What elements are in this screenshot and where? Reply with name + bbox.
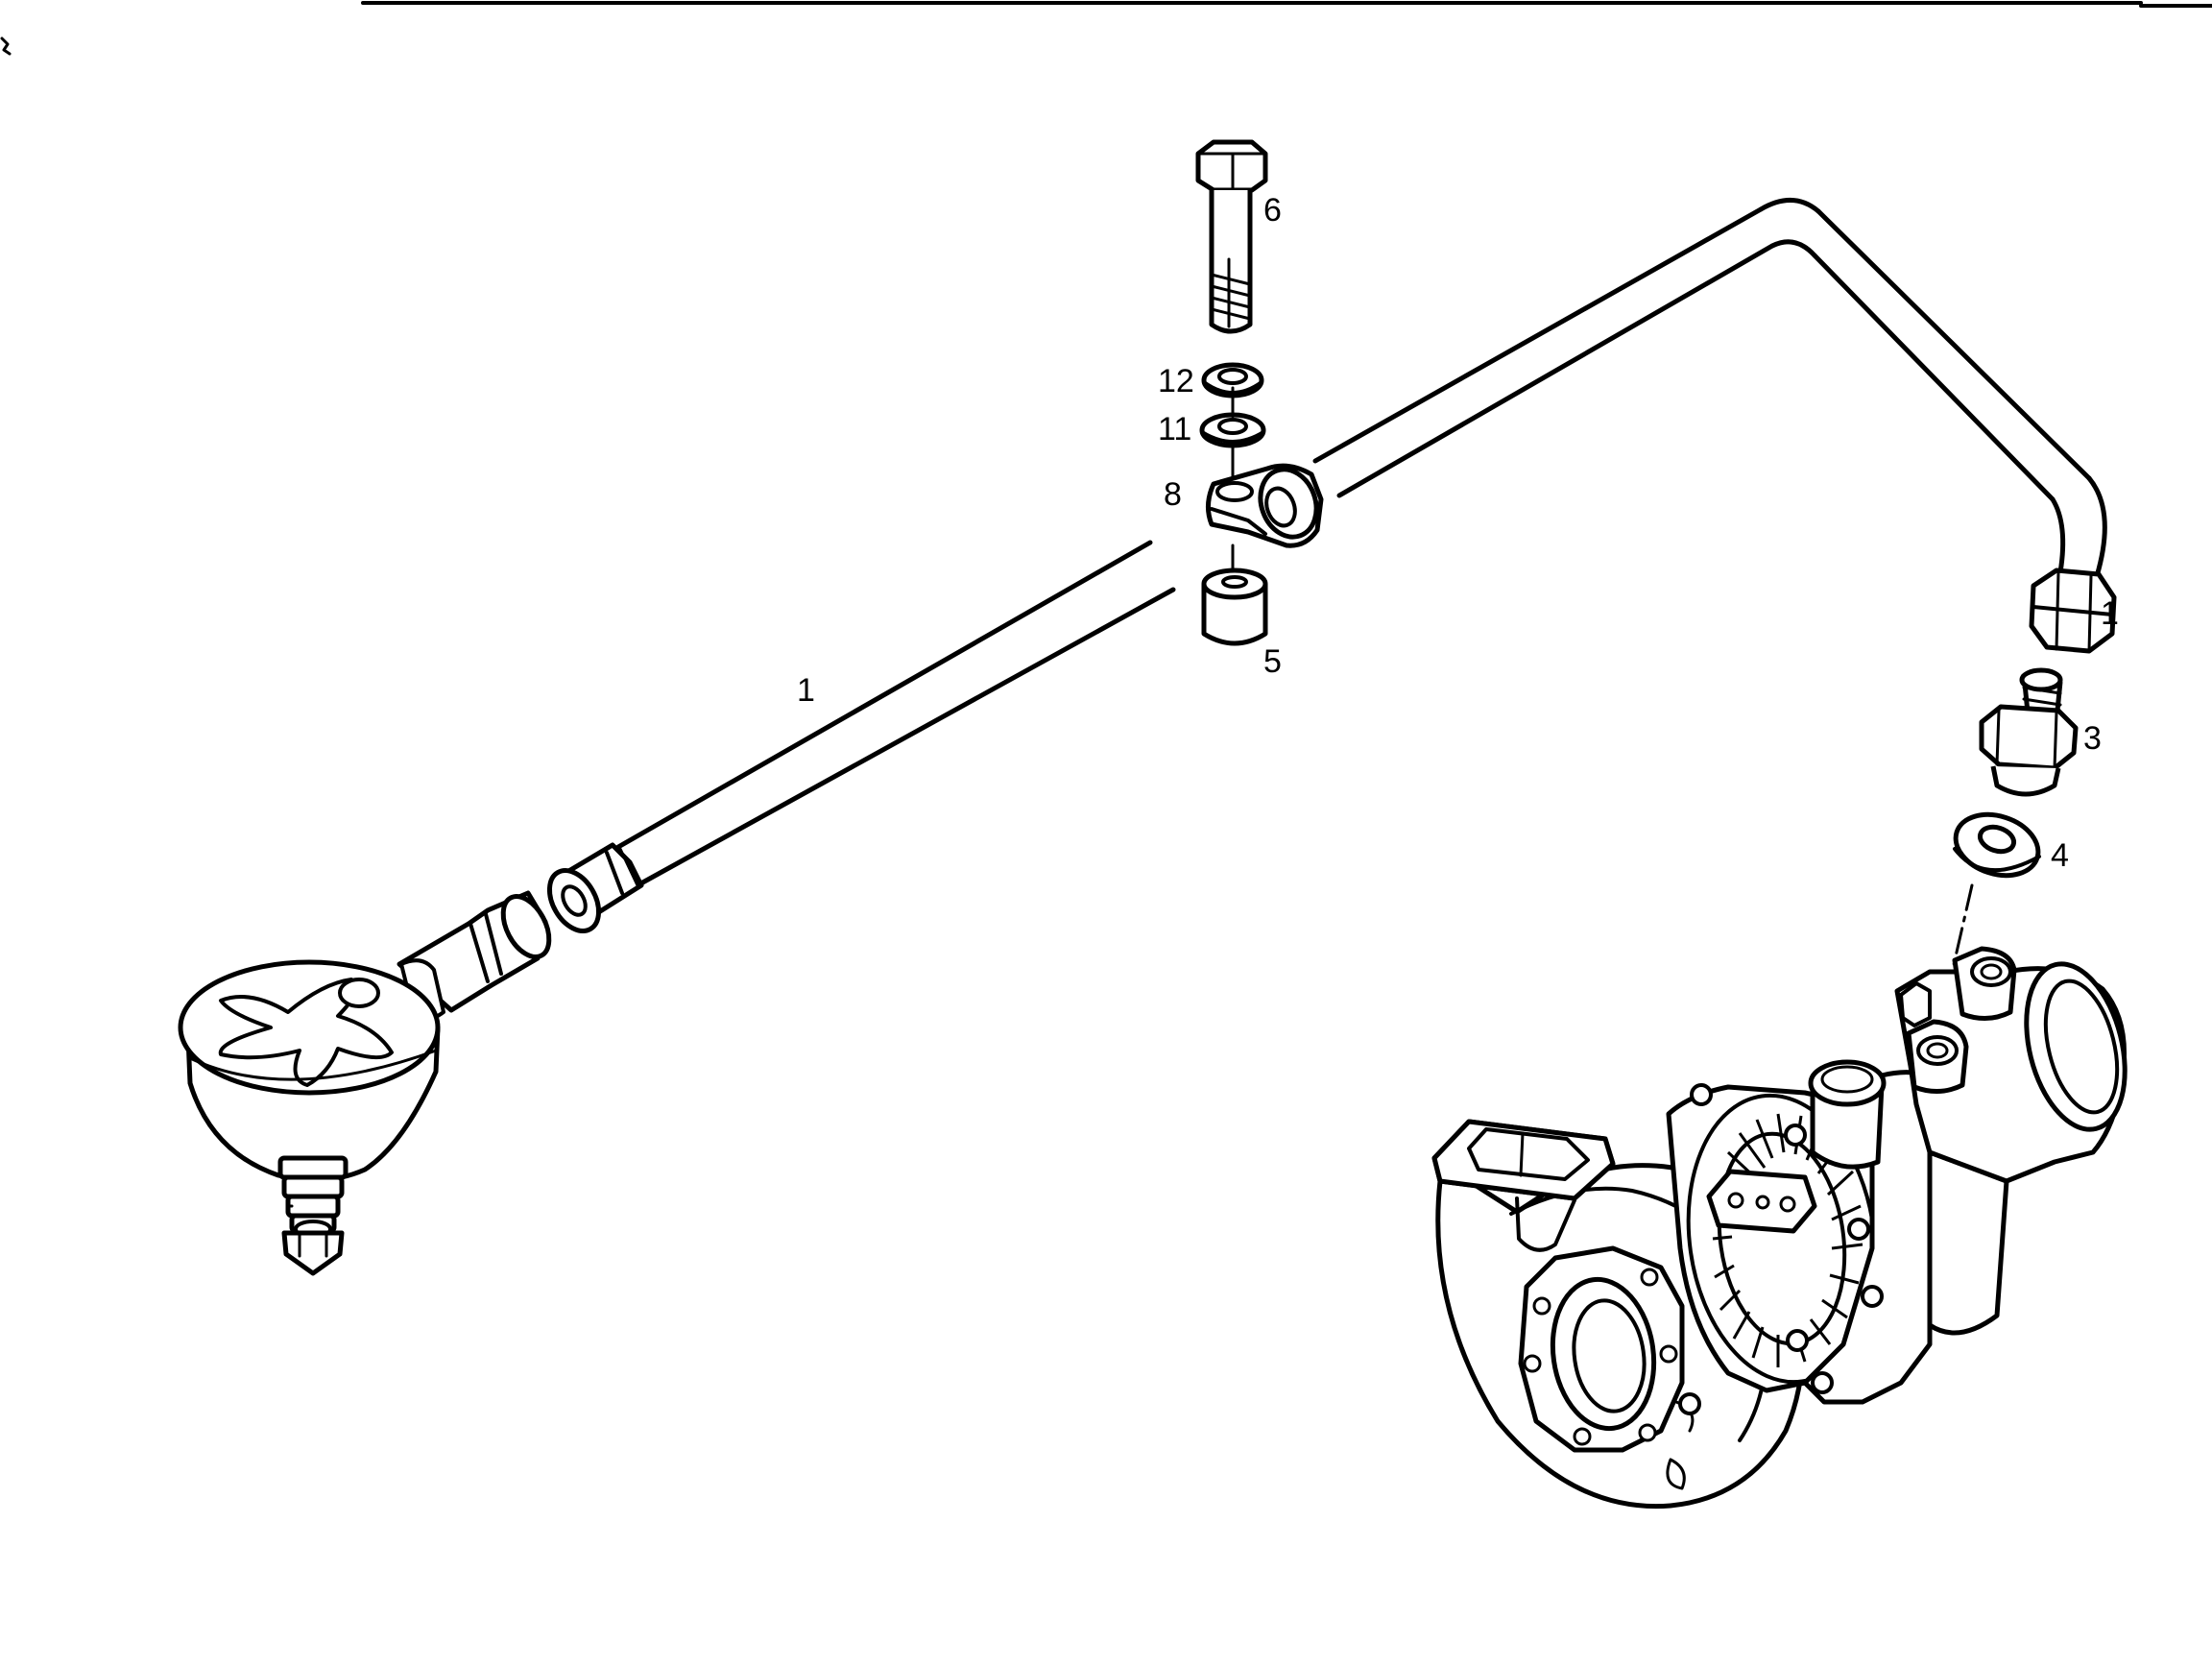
top-border-rule xyxy=(361,1,2212,8)
callout-spacer: 5 xyxy=(1263,643,1282,680)
callout-washer: 11 xyxy=(1158,411,1191,447)
oil-spray-nozzle xyxy=(178,890,552,1276)
callout-pipe-right: 1 xyxy=(2101,595,2119,632)
pipe-end-ferrule xyxy=(546,842,644,933)
lock-washer xyxy=(1201,362,1264,399)
turbocharger xyxy=(1431,946,2128,1510)
oil-line-pipe xyxy=(615,198,2107,888)
callout-seal-ring: 4 xyxy=(2051,837,2069,874)
pipe-union-nut xyxy=(2029,568,2117,654)
callout-clamp: 8 xyxy=(1164,476,1182,513)
seal-ring xyxy=(1953,811,2041,879)
hex-bolt xyxy=(1195,139,1268,334)
callout-lock-washer: 12 xyxy=(1158,363,1194,399)
callout-adapter: 3 xyxy=(2083,720,2102,757)
banjo-adapter xyxy=(1979,667,2079,797)
pipe-clamp xyxy=(1206,463,1324,548)
scan-speck xyxy=(0,36,12,56)
spacer-sleeve xyxy=(1201,568,1268,646)
flat-washer xyxy=(1199,412,1266,448)
callout-bolt: 6 xyxy=(1263,192,1282,229)
callout-pipe-left: 1 xyxy=(797,672,815,709)
